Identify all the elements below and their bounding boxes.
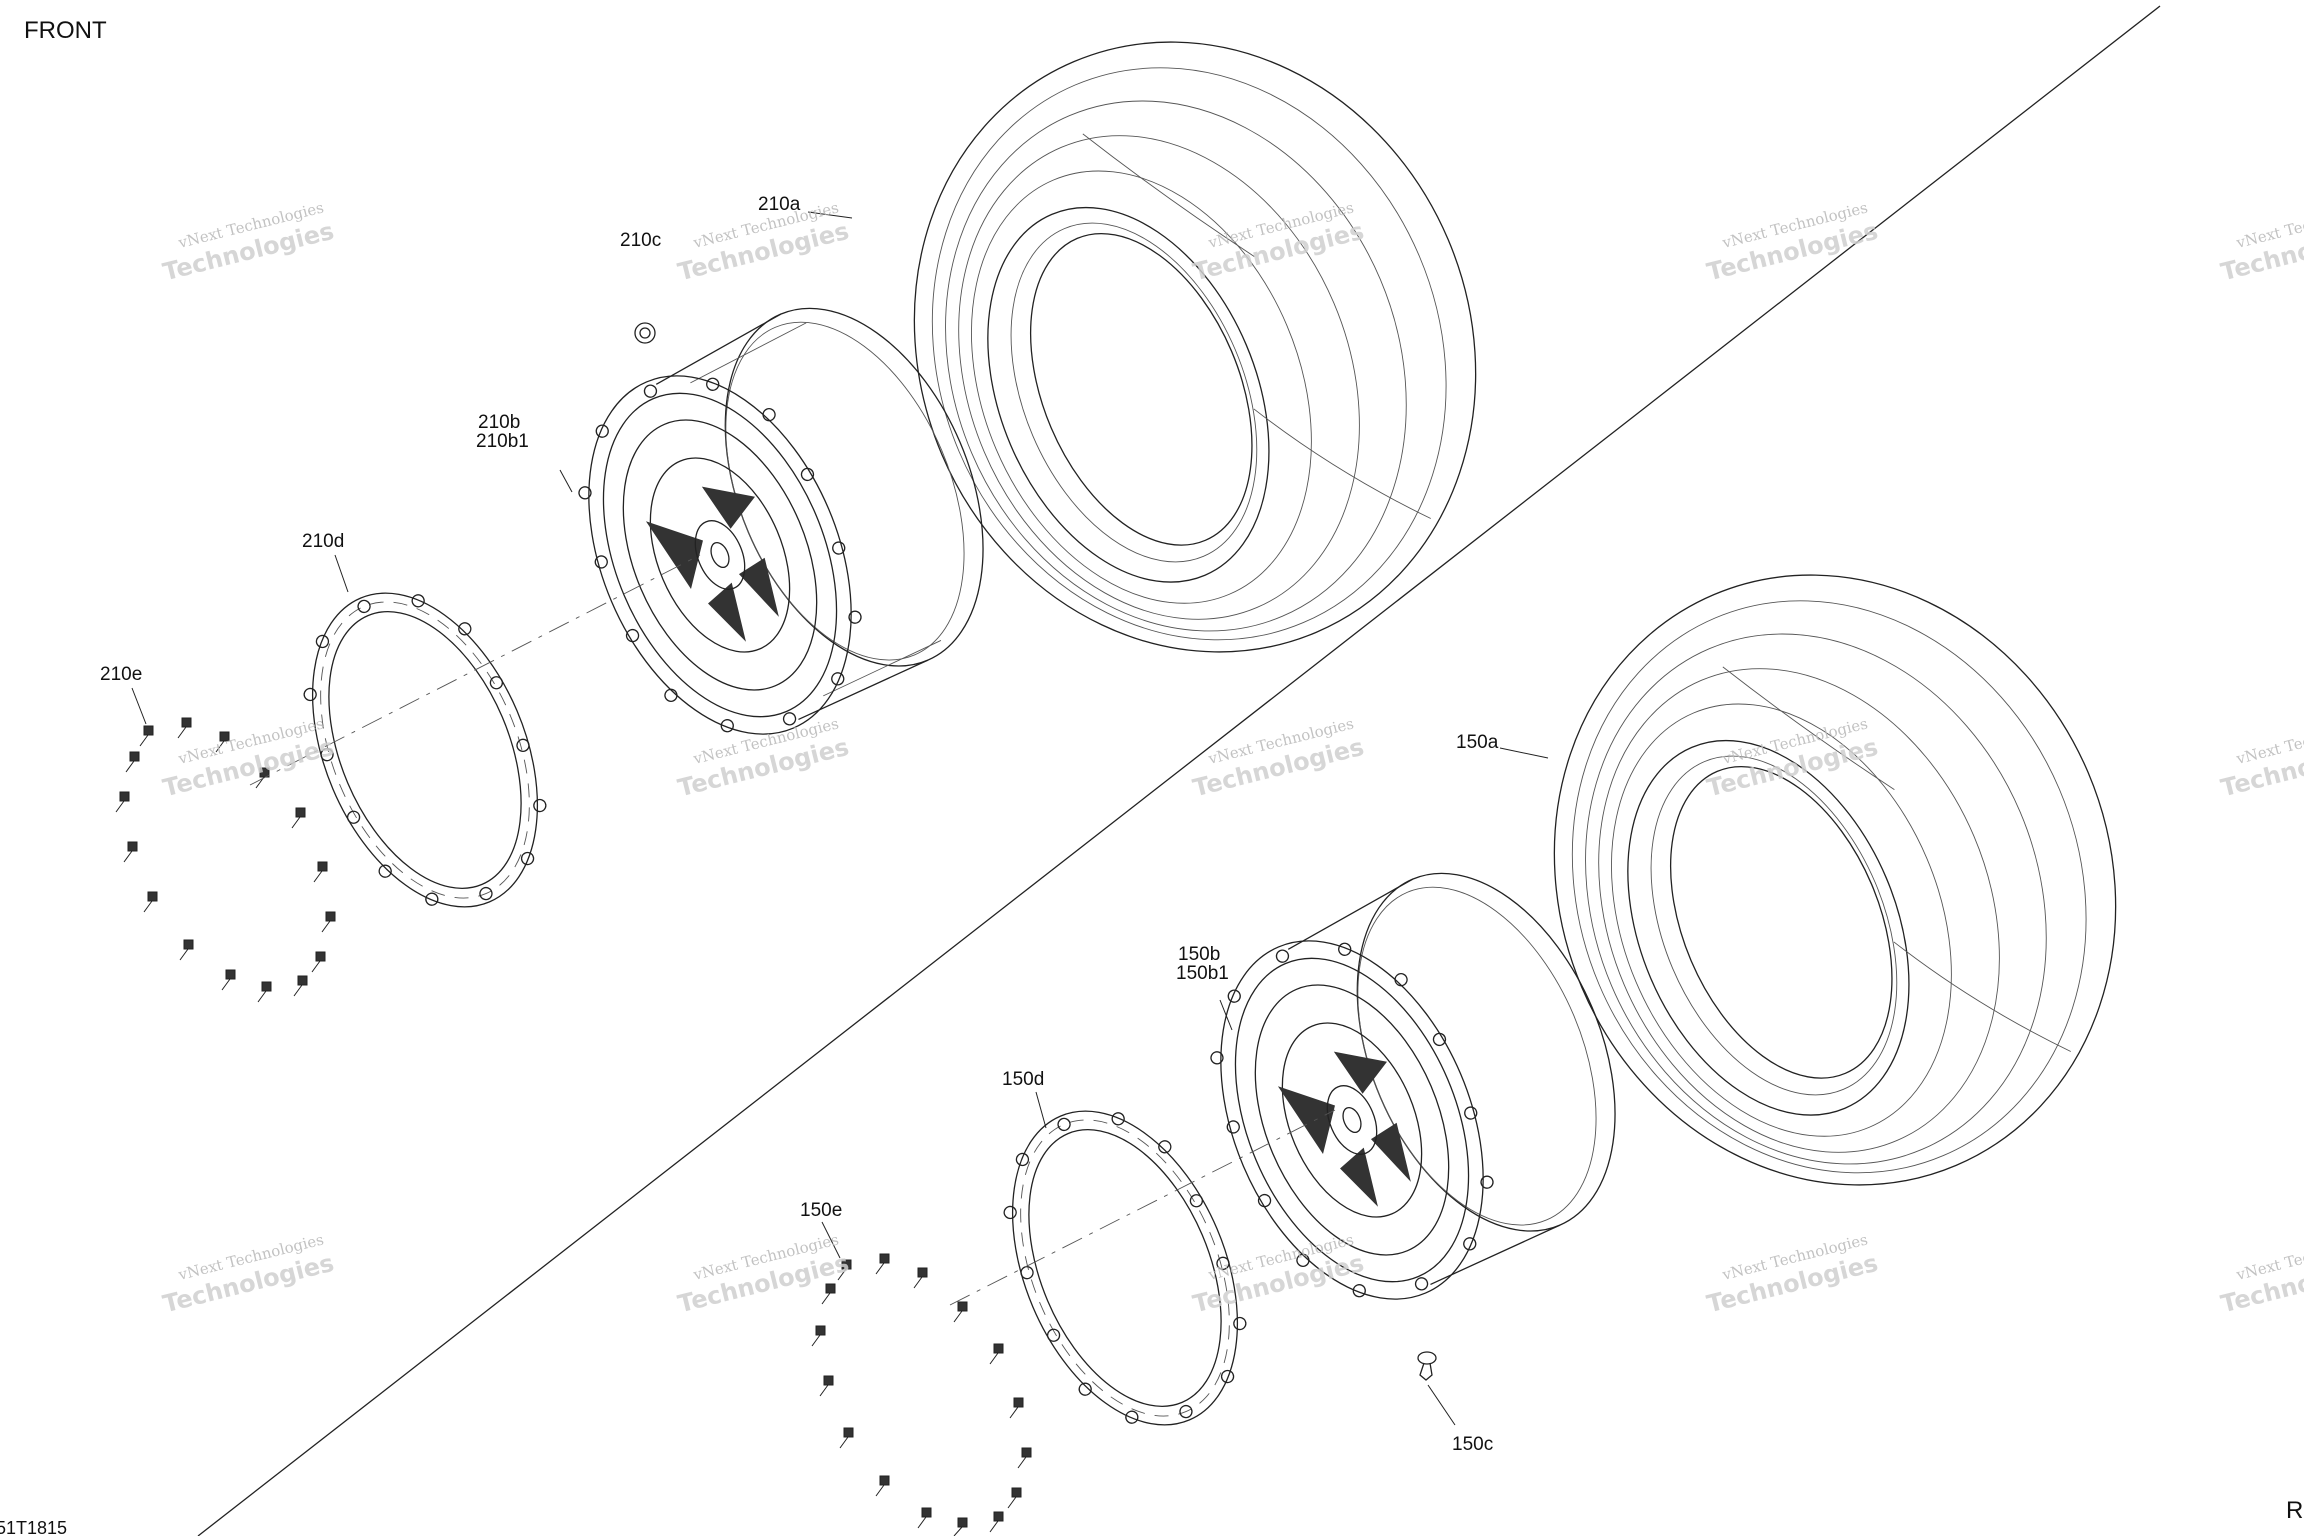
callout-210b1: 210b1 <box>476 431 529 452</box>
rear-beadlock-ring <box>1003 1110 1247 1426</box>
rear-bolts <box>811 1253 1032 1536</box>
rear-axis-line <box>949 1109 1336 1306</box>
separator-line <box>197 5 2161 1536</box>
callout-210e: 210e <box>100 664 142 685</box>
front-axis-line <box>249 554 701 786</box>
callout-210b: 210b <box>478 412 520 433</box>
callout-210a: 210a <box>758 194 801 215</box>
front-lug-nut <box>634 322 656 344</box>
callout-150c: 150c <box>1452 1434 1493 1455</box>
front-beadlock-ring <box>303 592 547 908</box>
watermarks: vNext Technologies Technologies vNext Te… <box>160 198 2304 1318</box>
drawing-number: 51T1815 <box>0 1518 67 1536</box>
callout-150b1: 150b1 <box>1176 963 1229 984</box>
front-tire <box>913 41 1477 653</box>
front-bolts <box>115 717 336 1003</box>
leader-lines <box>131 211 1549 1426</box>
callout-210c: 210c <box>620 230 661 251</box>
rear-rim <box>1210 872 1616 1300</box>
rear-valve-stem <box>1417 1351 1437 1381</box>
rear-tire <box>1553 574 2117 1186</box>
callout-150b: 150b <box>1178 944 1220 965</box>
callout-150a: 150a <box>1456 732 1499 753</box>
rear-label: R <box>2286 1497 2303 1524</box>
front-label: FRONT <box>24 17 107 44</box>
front-rim <box>578 307 984 735</box>
callout-150e: 150e <box>800 1200 842 1221</box>
callout-150d: 150d <box>1002 1069 1044 1090</box>
callout-210d: 210d <box>302 531 344 552</box>
